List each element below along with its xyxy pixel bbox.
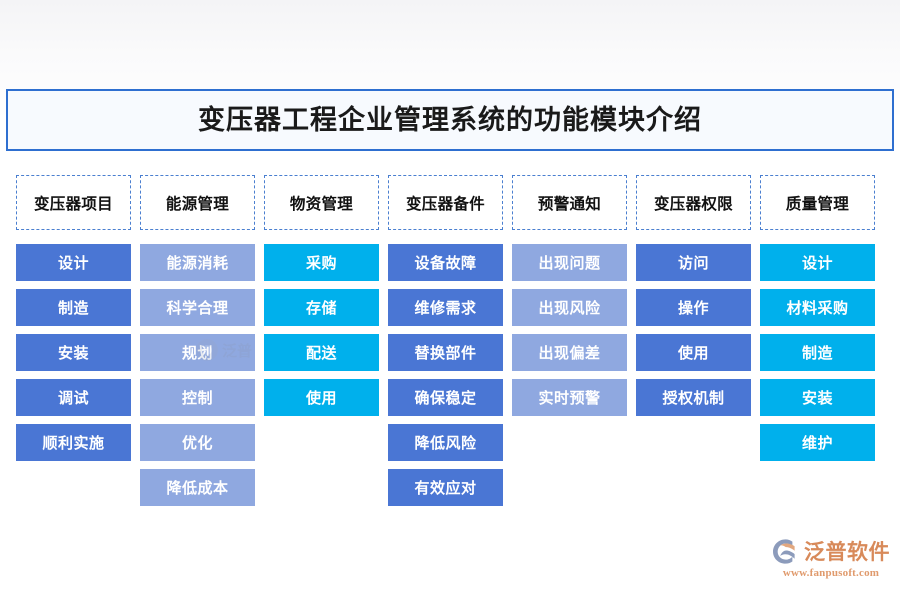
module-cell[interactable]: 调试 (16, 379, 131, 416)
brand-logo: 泛普软件 www.fanpusoft.com (772, 536, 890, 579)
module-cell[interactable]: 替换部件 (388, 334, 503, 371)
module-cell-list: 设计制造安装调试顺利实施 (16, 244, 131, 461)
module-cell[interactable]: 维护 (760, 424, 875, 461)
module-column-header[interactable]: 变压器权限 (636, 175, 751, 230)
module-column-header[interactable]: 变压器备件 (388, 175, 503, 230)
brand-url: www.fanpusoft.com (782, 567, 880, 579)
module-cell[interactable]: 使用 (264, 379, 379, 416)
module-column-header[interactable]: 物资管理 (264, 175, 379, 230)
module-column-header-label: 物资管理 (289, 195, 354, 213)
module-column-header[interactable]: 质量管理 (760, 175, 875, 230)
module-cell[interactable]: 采购 (264, 244, 379, 281)
brand-logo-row: 泛普软件 (772, 536, 890, 566)
module-cell[interactable]: 材料采购 (760, 289, 875, 326)
module-cell-list: 采购存储配送使用 (264, 244, 379, 416)
module-cell[interactable]: 控制 (140, 379, 255, 416)
module-cell[interactable]: 规划 (140, 334, 255, 371)
module-cell[interactable]: 授权机制 (636, 379, 751, 416)
module-cell[interactable]: 出现问题 (512, 244, 627, 281)
module-cell[interactable]: 确保稳定 (388, 379, 503, 416)
module-column-header-label: 变压器项目 (33, 195, 113, 213)
module-cell[interactable]: 实时预警 (512, 379, 627, 416)
page-title: 变压器工程企业管理系统的功能模块介绍 (198, 104, 702, 135)
module-column-header-label: 质量管理 (785, 195, 850, 213)
module-cell[interactable]: 降低风险 (388, 424, 503, 461)
module-column-header-label: 预警通知 (537, 195, 602, 213)
module-cell[interactable]: 维修需求 (388, 289, 503, 326)
module-cell-list: 访问操作使用授权机制 (636, 244, 751, 416)
module-cell-list: 设计材料采购制造安装维护 (760, 244, 875, 461)
module-cell[interactable]: 优化 (140, 424, 255, 461)
module-column: 物资管理采购存储配送使用 (264, 175, 379, 506)
module-column-header[interactable]: 变压器项目 (16, 175, 131, 230)
module-cell[interactable]: 设计 (760, 244, 875, 281)
module-cell[interactable]: 能源消耗 (140, 244, 255, 281)
module-cell[interactable]: 有效应对 (388, 469, 503, 506)
module-column: 质量管理设计材料采购制造安装维护 (760, 175, 875, 506)
module-cell[interactable]: 科学合理 (140, 289, 255, 326)
module-cell-list: 设备故障维修需求替换部件确保稳定降低风险有效应对 (388, 244, 503, 506)
module-cell[interactable]: 使用 (636, 334, 751, 371)
module-cell-list: 能源消耗科学合理规划控制优化降低成本 (140, 244, 255, 506)
module-column: 变压器权限访问操作使用授权机制 (636, 175, 751, 506)
module-column: 变压器备件设备故障维修需求替换部件确保稳定降低风险有效应对 (388, 175, 503, 506)
module-cell[interactable]: 出现风险 (512, 289, 627, 326)
module-cell[interactable]: 制造 (16, 289, 131, 326)
module-cell[interactable]: 出现偏差 (512, 334, 627, 371)
module-cell[interactable]: 设备故障 (388, 244, 503, 281)
module-column-header-label: 变压器权限 (653, 195, 733, 213)
module-column-header[interactable]: 预警通知 (512, 175, 627, 230)
module-cell[interactable]: 安装 (16, 334, 131, 371)
title-banner: 变压器工程企业管理系统的功能模块介绍 (6, 89, 894, 151)
module-column-header-label: 变压器备件 (405, 195, 485, 213)
module-columns: 变压器项目设计制造安装调试顺利实施能源管理能源消耗科学合理规划控制优化降低成本物… (16, 175, 884, 506)
module-cell[interactable]: 顺利实施 (16, 424, 131, 461)
module-cell[interactable]: 设计 (16, 244, 131, 281)
module-cell[interactable]: 制造 (760, 334, 875, 371)
brand-name: 泛普软件 (804, 541, 890, 564)
module-cell[interactable]: 存储 (264, 289, 379, 326)
module-column: 能源管理能源消耗科学合理规划控制优化降低成本 (140, 175, 255, 506)
module-cell-list: 出现问题出现风险出现偏差实时预警 (512, 244, 627, 416)
module-cell[interactable]: 操作 (636, 289, 751, 326)
module-cell[interactable]: 安装 (760, 379, 875, 416)
module-cell[interactable]: 降低成本 (140, 469, 255, 506)
module-cell[interactable]: 配送 (264, 334, 379, 371)
fanpu-logo-icon (773, 538, 795, 564)
module-column: 变压器项目设计制造安装调试顺利实施 (16, 175, 131, 506)
module-column: 预警通知出现问题出现风险出现偏差实时预警 (512, 175, 627, 506)
module-column-header-label: 能源管理 (165, 195, 230, 213)
module-cell[interactable]: 访问 (636, 244, 751, 281)
module-column-header[interactable]: 能源管理 (140, 175, 255, 230)
